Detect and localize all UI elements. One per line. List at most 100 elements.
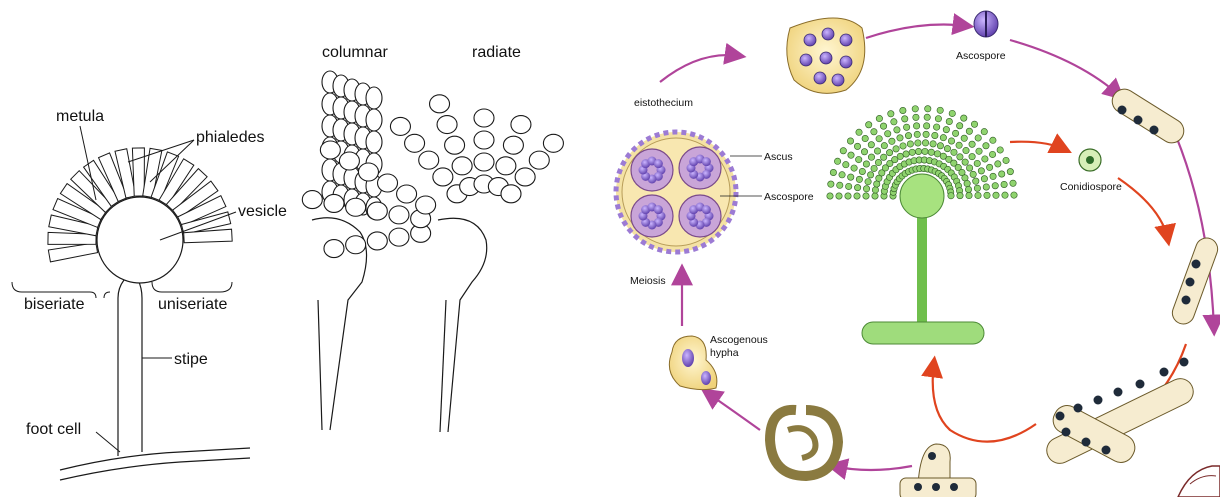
- ascospore: [804, 34, 816, 46]
- radiate-conidium: [324, 240, 344, 258]
- radiate-conidium: [496, 157, 516, 175]
- green-conidium: [956, 123, 962, 129]
- radiate-conidium: [445, 136, 465, 154]
- dark-spore: [1192, 260, 1201, 269]
- label-ascospore-top: Ascospore: [956, 50, 1006, 62]
- green-conidium: [859, 168, 865, 174]
- green-conidium: [872, 187, 878, 193]
- germ-tube-1: [1108, 85, 1189, 148]
- radiate-conidium: [358, 163, 378, 181]
- green-conidium: [851, 165, 857, 171]
- green-conidium: [880, 123, 886, 129]
- green-conidium: [897, 153, 903, 159]
- green-conidium: [902, 116, 908, 122]
- green-conidium: [854, 184, 860, 190]
- green-conidium: [915, 140, 921, 146]
- green-conidium: [952, 130, 958, 136]
- green-conidium: [886, 149, 892, 155]
- green-conidium: [999, 171, 1005, 177]
- green-conidium: [983, 184, 989, 190]
- green-conidium: [880, 154, 886, 160]
- green-conidium: [984, 192, 990, 198]
- radiate-conidium: [378, 174, 398, 192]
- green-conidium: [961, 115, 967, 121]
- green-conidium: [1003, 157, 1009, 163]
- hyphal-mass: [1042, 106, 1200, 468]
- label-foot-cell: foot cell: [26, 421, 81, 438]
- green-conidium: [914, 131, 920, 137]
- radiate-conidium: [324, 194, 344, 212]
- label-radiate: radiate: [472, 44, 521, 61]
- green-conidium: [966, 128, 972, 134]
- columnar-conidium: [366, 131, 382, 153]
- green-conidium: [840, 148, 846, 154]
- green-conidium: [992, 183, 998, 189]
- green-conidium: [997, 147, 1003, 153]
- green-conidium: [957, 192, 963, 198]
- dark-spore: [1102, 446, 1111, 455]
- green-conidium: [856, 129, 862, 135]
- green-conidium: [863, 193, 869, 199]
- green-conidium: [903, 124, 909, 130]
- green-conidium: [900, 143, 906, 149]
- green-conidium: [868, 142, 874, 148]
- green-conidium: [974, 160, 980, 166]
- green-conidium: [854, 193, 860, 199]
- label-meiosis: Meiosis: [630, 275, 666, 287]
- arrow-red-4: [933, 362, 1036, 442]
- dark-spore: [1082, 438, 1091, 447]
- dark-spore: [1186, 278, 1195, 287]
- ascospore-single: [974, 11, 998, 37]
- green-conidium: [875, 159, 881, 165]
- dark-spore: [1180, 358, 1189, 367]
- ascus: [679, 195, 721, 237]
- radiate-conidium: [367, 202, 387, 220]
- green-conidium: [969, 153, 975, 159]
- green-conidium: [983, 143, 989, 149]
- radiate-conidium: [339, 152, 359, 170]
- green-conidium: [865, 178, 871, 184]
- green-conidium: [924, 114, 930, 120]
- dark-spore: [1134, 116, 1143, 125]
- green-conidium: [993, 192, 999, 198]
- ascospore: [654, 159, 663, 168]
- dark-spore: [1094, 396, 1103, 405]
- arrow-bottom-2: [706, 392, 760, 430]
- green-conidium: [940, 134, 946, 140]
- green-conidium: [990, 137, 996, 143]
- green-conidium: [912, 106, 918, 112]
- ascus: [631, 195, 673, 237]
- green-conidium: [975, 135, 981, 141]
- radiate-conidium: [320, 141, 340, 159]
- green-conidium: [900, 107, 906, 113]
- free-ascus: [787, 18, 865, 93]
- green-conidium: [839, 172, 845, 178]
- green-conidium: [893, 146, 899, 152]
- ascospore: [814, 72, 826, 84]
- radiate-conidium: [543, 134, 563, 152]
- green-conidium: [928, 149, 934, 155]
- green-conidium: [922, 140, 928, 146]
- green-conidium: [847, 138, 853, 144]
- label-metula: metula: [56, 108, 104, 125]
- green-conidium: [871, 165, 877, 171]
- green-conidium: [915, 148, 921, 154]
- green-conidium: [943, 126, 949, 132]
- green-conidium: [970, 171, 976, 177]
- green-conidium: [963, 147, 969, 153]
- green-conidium: [854, 143, 860, 149]
- green-conidium: [969, 141, 975, 147]
- green-conidium: [932, 132, 938, 138]
- green-conidium: [930, 141, 936, 147]
- green-conidium: [946, 118, 952, 124]
- green-conidium: [876, 135, 882, 141]
- green-conidium: [897, 135, 903, 141]
- label-biseriate: biseriate: [24, 296, 85, 313]
- radiate-conidium: [515, 168, 535, 186]
- green-conidium: [964, 180, 970, 186]
- radiate-conidium: [346, 236, 366, 254]
- label-uniseriate: uniseriate: [158, 296, 227, 313]
- green-conidium: [974, 185, 980, 191]
- dark-spore: [1118, 106, 1127, 115]
- radiate-conidium: [419, 151, 439, 169]
